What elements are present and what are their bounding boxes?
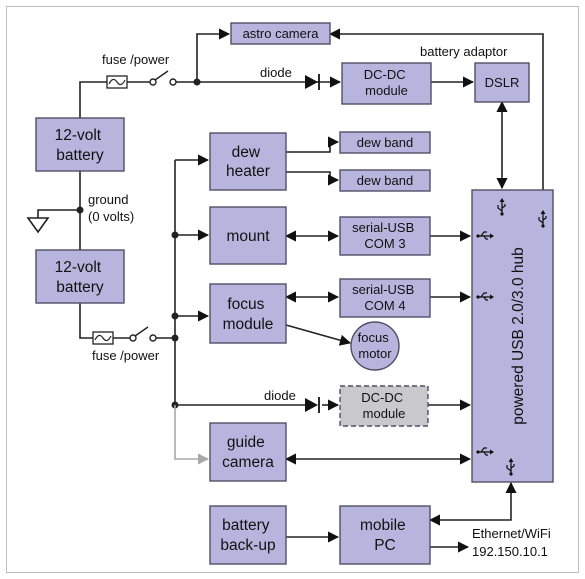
fuse-bottom — [92, 331, 114, 345]
diode-bottom-label: diode — [264, 388, 296, 403]
dew-band-1-box — [339, 131, 431, 154]
battery-backup-label: battery back-up — [220, 517, 275, 554]
focus-module-label: focus module — [223, 296, 274, 333]
mobile-pc-box — [339, 505, 431, 565]
dcdc-bottom-box — [339, 385, 429, 427]
ground-label: ground (0 volts) — [88, 192, 134, 224]
mobile-pc-label: mobile PC — [360, 517, 410, 554]
dew-band-2-label: dew band — [357, 173, 413, 188]
diode-top-label: diode — [260, 65, 292, 80]
serial-usb-com3-box — [339, 216, 431, 256]
fuse-top-label: fuse /power — [102, 52, 170, 67]
battery-top — [35, 117, 125, 172]
usb-hub-label: powered USB 2.0/3.0 hub — [510, 247, 527, 425]
diode-bottom-symbol — [305, 397, 320, 413]
focus-motor-circle — [350, 321, 400, 371]
wires — [26, 28, 549, 553]
dslr-box — [474, 62, 530, 103]
astro-camera-label: astro camera — [243, 26, 320, 41]
battery-top-label: 12-volt battery — [55, 127, 106, 164]
dcdc-bottom-label: DC-DC module — [361, 390, 407, 421]
network-label: Ethernet/WiFi 192.150.10.1 — [472, 526, 554, 559]
focus-module-box — [209, 283, 287, 344]
fuse-bottom-label: fuse /power — [92, 348, 160, 363]
mount-box — [209, 206, 287, 265]
switch-bottom — [129, 326, 157, 342]
dcdc-top-label: DC-DC module — [364, 67, 410, 98]
battery-bottom-label: 12-volt battery — [55, 259, 106, 296]
dew-heater-label: dew heater — [226, 144, 270, 180]
guide-camera-label: guide camera — [222, 434, 274, 471]
frame-border — [6, 6, 579, 573]
dew-heater-box — [209, 132, 287, 191]
astro-camera-box — [230, 22, 331, 45]
guide-camera-box — [209, 422, 287, 482]
fuse-top — [106, 75, 128, 89]
serial-usb-com3-label: serial-USB COM 3 — [352, 220, 418, 251]
battery-bottom — [35, 249, 125, 304]
diode-top-symbol — [305, 74, 320, 90]
battery-backup-box — [209, 505, 287, 565]
switch-top — [149, 70, 177, 86]
focus-motor-label: focus motor — [358, 330, 393, 361]
dslr-label: DSLR — [485, 75, 520, 90]
mount-label: mount — [226, 228, 270, 245]
serial-usb-com4-label: serial-USB COM 4 — [352, 282, 418, 313]
serial-usb-com4-box — [339, 278, 431, 318]
dcdc-top-box — [341, 62, 432, 105]
dew-band-1-label: dew band — [357, 135, 413, 150]
dew-band-2-box — [339, 169, 431, 192]
battery-adaptor-label: battery adaptor — [420, 44, 508, 59]
